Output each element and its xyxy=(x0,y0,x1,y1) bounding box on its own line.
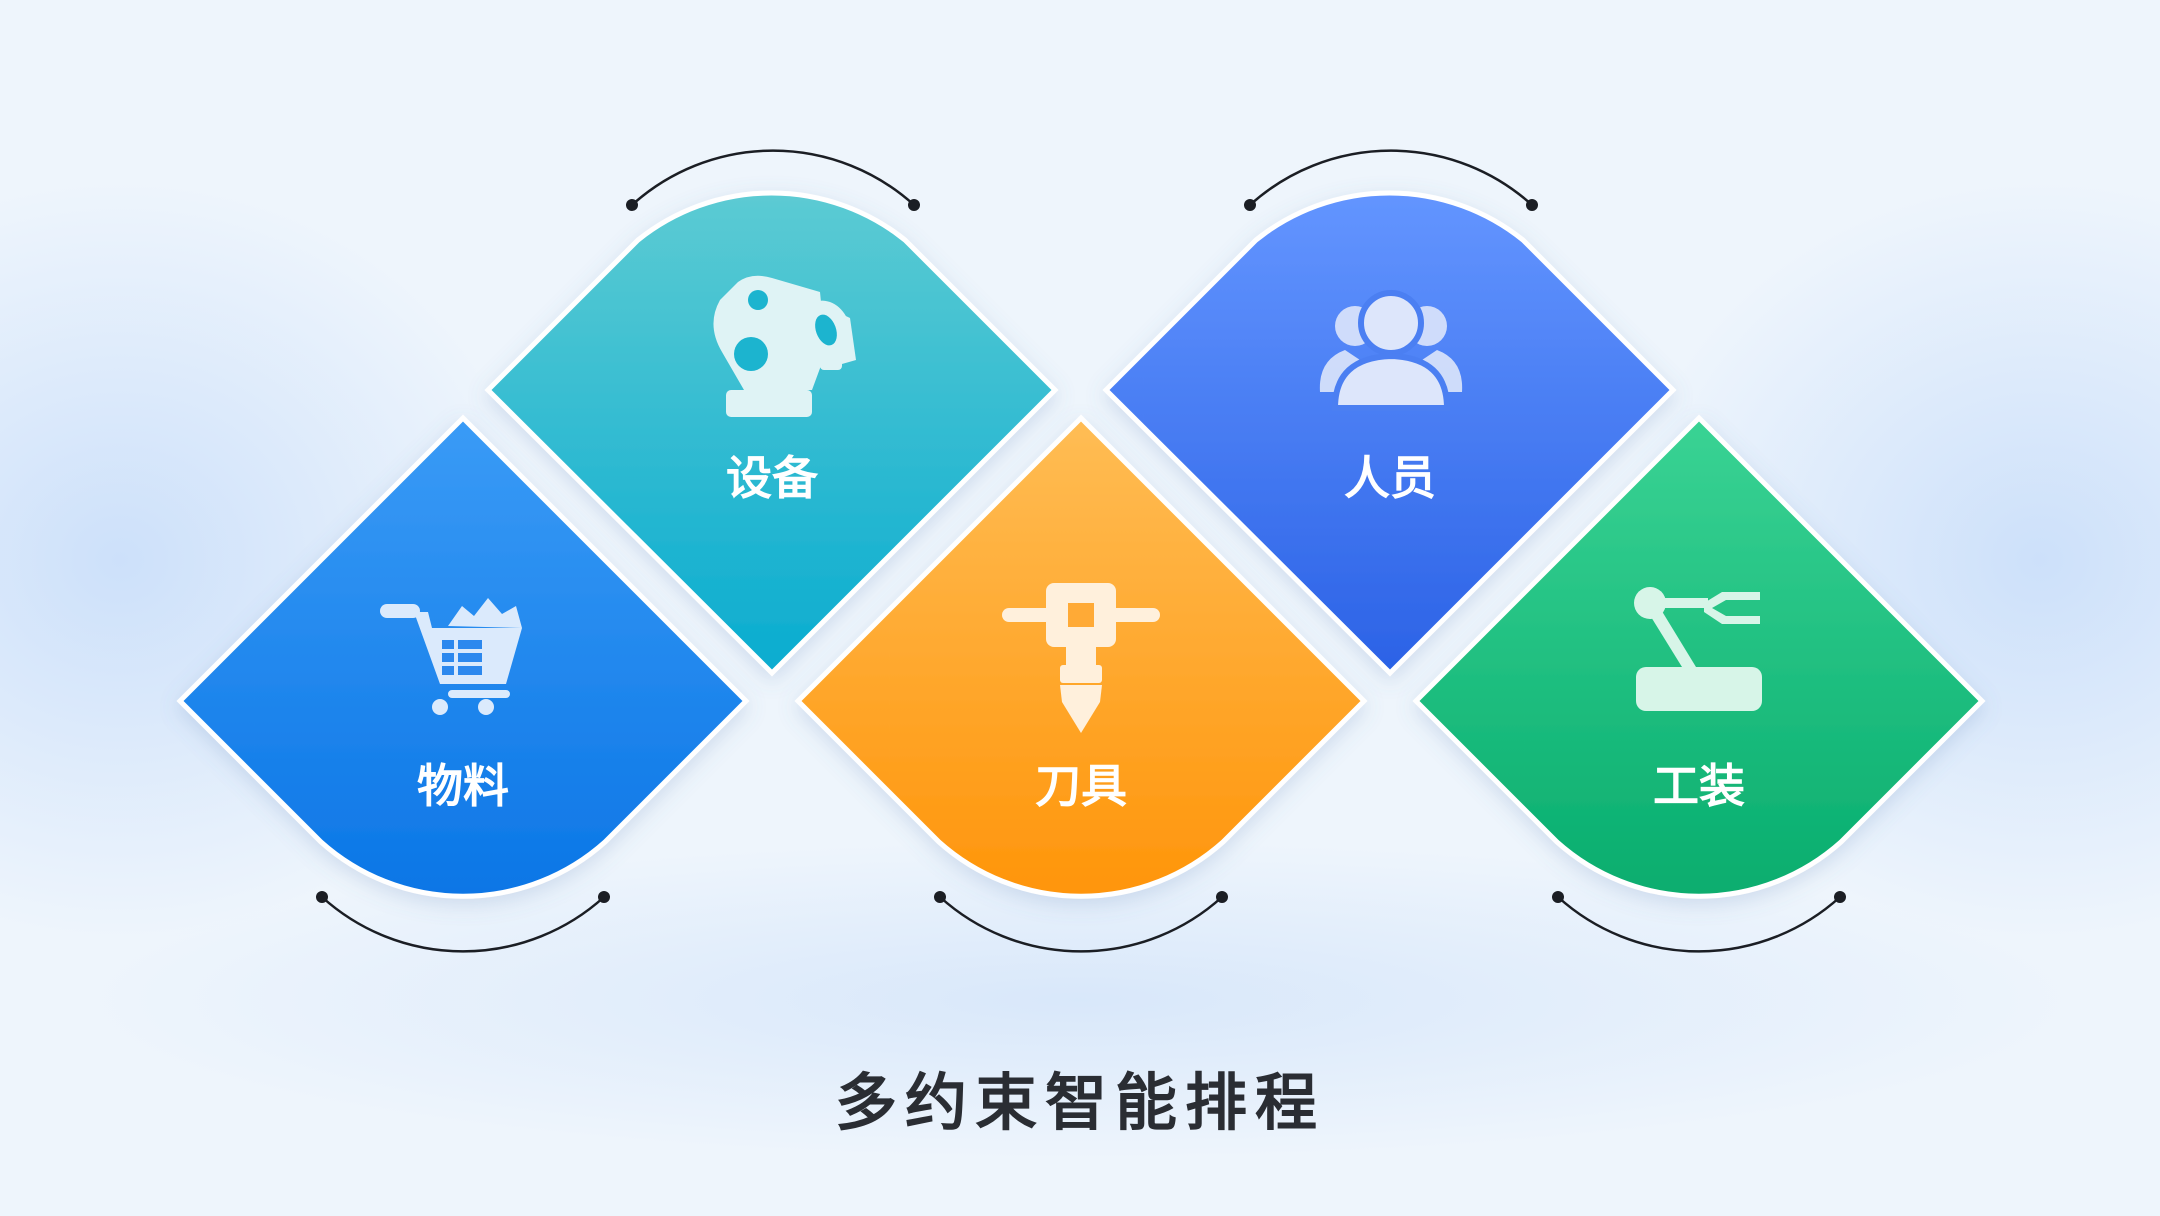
shopping-cart-icon xyxy=(380,598,522,715)
personnel-shape xyxy=(1102,190,1677,677)
node-personnel xyxy=(1102,190,1677,677)
node-label-fixtures: 工装 xyxy=(1653,759,1745,813)
arc-fixtures xyxy=(1557,896,1841,953)
diagram-title: 多约束智能排程 xyxy=(834,1066,1325,1139)
arc-tools xyxy=(939,896,1223,953)
robot-arm-icon xyxy=(713,275,856,417)
node-label-tools: 刀具 xyxy=(1035,759,1127,813)
arc-endpoints xyxy=(316,199,1846,903)
fixture-arm-icon xyxy=(1634,587,1762,711)
node-label-equipment: 设备 xyxy=(726,451,819,505)
arc-equipment xyxy=(631,149,915,206)
fixtures-shape xyxy=(1412,414,1986,899)
node-label-personnel: 人员 xyxy=(1344,451,1436,505)
arc-materials xyxy=(321,896,605,953)
node-fixtures xyxy=(1412,414,1986,899)
node-equipment xyxy=(484,190,1059,677)
people-icon xyxy=(1319,290,1463,411)
background-glow-bottom xyxy=(80,840,2080,1160)
decorative-arcs xyxy=(321,149,1841,953)
equipment-shape xyxy=(484,190,1059,677)
cutting-tool-icon xyxy=(1002,583,1160,733)
node-label-materials: 物料 xyxy=(417,759,509,813)
arc-personnel xyxy=(1249,149,1533,206)
